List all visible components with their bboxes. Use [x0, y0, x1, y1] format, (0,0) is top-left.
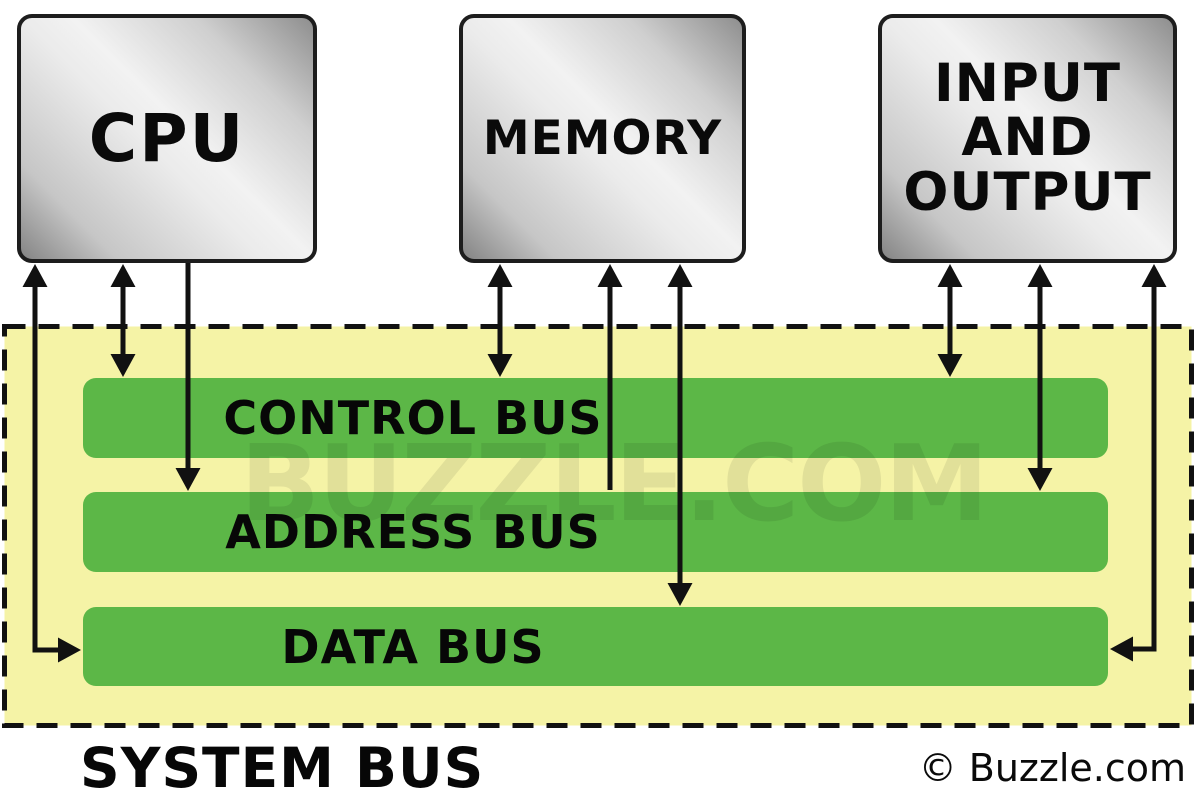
address-bus-bar	[83, 492, 1108, 572]
memory-box: MEMORY	[459, 14, 746, 263]
watermark-text: BUZZLE.COM	[240, 423, 987, 545]
arrow-memory-controlbus	[487, 264, 513, 377]
memory-label: MEMORY	[482, 111, 723, 166]
arrow-cpu-databus	[22, 264, 81, 663]
address-bus-label: ADDRESS BUS	[225, 505, 601, 559]
system-bus-title: SYSTEM BUS	[80, 736, 485, 800]
io-label-line1: INPUT	[933, 53, 1122, 115]
control-bus-label: CONTROL BUS	[223, 391, 603, 445]
arrow-memory-databus	[667, 264, 693, 606]
arrow-addressbus-memory	[597, 264, 623, 490]
cpu-box: CPU	[17, 14, 317, 263]
io-label-line3: OUTPUT	[903, 161, 1152, 223]
arrow-io-databus	[1110, 264, 1167, 662]
copyright-note: © Buzzle.com	[918, 746, 1186, 790]
data-bus-bar	[83, 607, 1108, 686]
arrow-io-addressbus	[1027, 264, 1053, 491]
cpu-label: CPU	[88, 100, 246, 177]
control-bus-bar	[83, 378, 1108, 458]
arrow-cpu-addressbus	[175, 261, 201, 491]
arrow-cpu-controlbus	[110, 264, 136, 377]
input-output-box: INPUT AND OUTPUT	[878, 14, 1177, 263]
data-bus-label: DATA BUS	[281, 620, 545, 674]
io-label-line2: AND	[961, 107, 1094, 169]
arrow-io-controlbus	[937, 264, 963, 377]
